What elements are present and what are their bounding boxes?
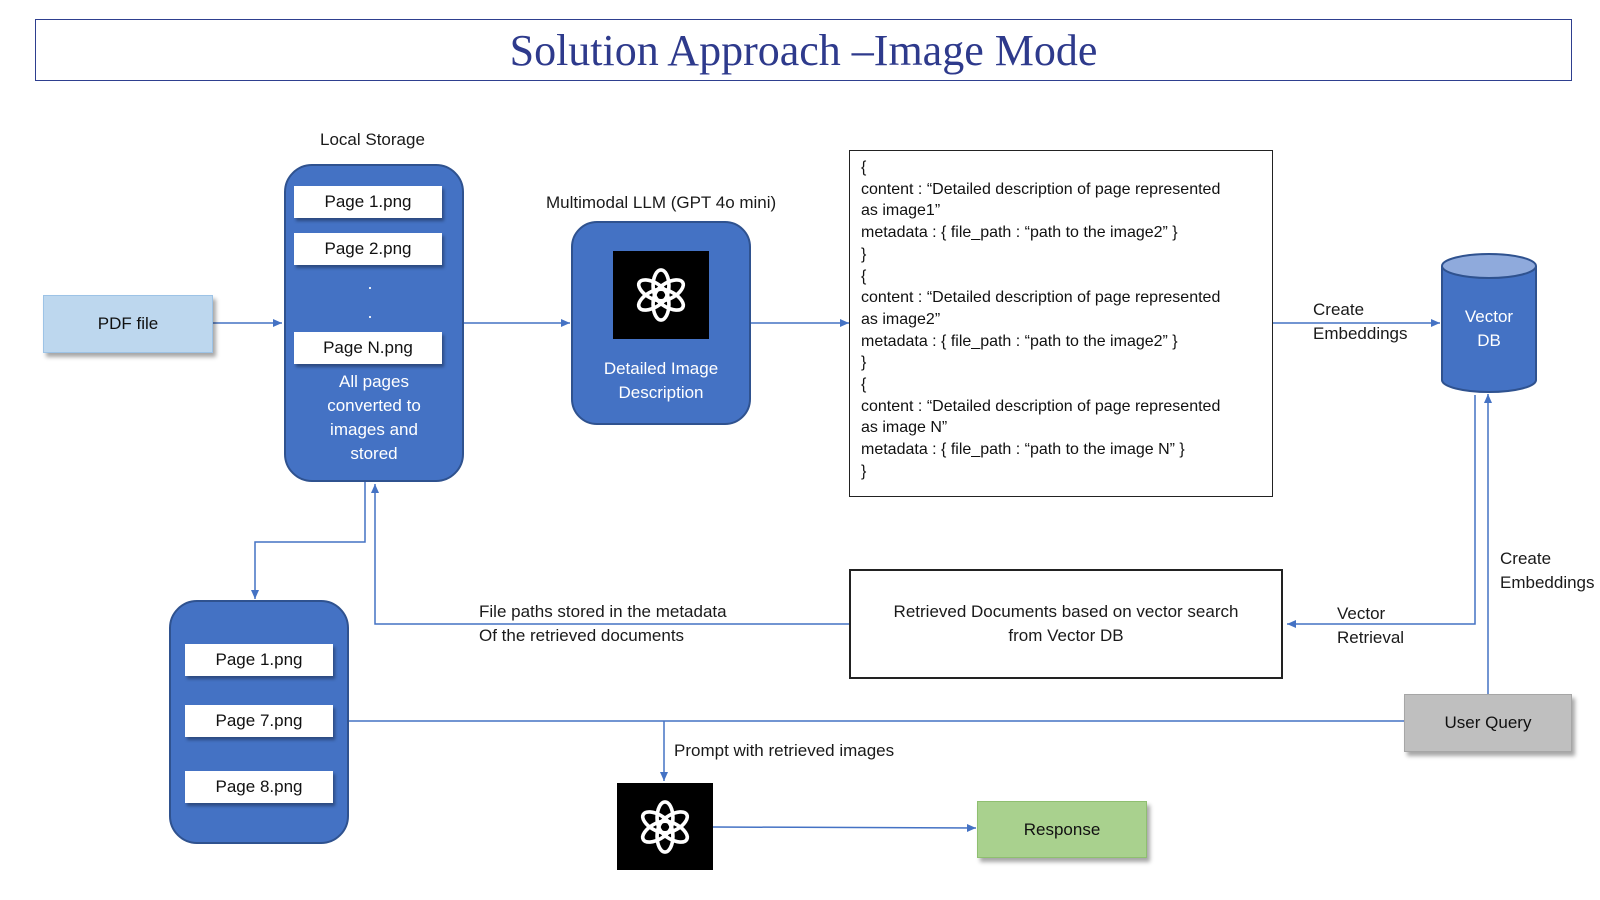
- json-line: }: [861, 245, 867, 263]
- ellipsis-dot: .: [367, 273, 373, 293]
- user-query-box[interactable]: User Query: [1404, 694, 1572, 752]
- json-line: {: [861, 267, 867, 285]
- openai-logo-icon: [617, 783, 713, 870]
- storage-item-page-n[interactable]: Page N.png: [294, 332, 442, 364]
- ellipsis-dot: .: [367, 302, 373, 322]
- response-box[interactable]: Response: [977, 801, 1147, 858]
- page-title: Solution Approach –Image Mode: [509, 25, 1098, 75]
- json-line: as image1”: [861, 202, 941, 220]
- arrow-llm-to-response: [712, 823, 977, 832]
- json-line: }: [861, 354, 867, 372]
- user-query-label: User Query: [1444, 713, 1532, 732]
- pdf-file-label: PDF file: [97, 314, 159, 333]
- openai-logo-icon: [613, 251, 709, 339]
- json-line: {: [861, 376, 867, 394]
- openai-knot-icon: [640, 799, 690, 854]
- local-storage-panel: Page 1.png Page 2.png . . Page N.png All…: [284, 164, 464, 482]
- json-line: as image N”: [861, 419, 948, 437]
- json-line: content : “Detailed description of page …: [861, 180, 1221, 198]
- arrow-storage-to-pages: [251, 482, 366, 599]
- json-line: metadata : { file_path : “path to the im…: [861, 332, 1178, 350]
- json-line: metadata : { file_path : “path to the im…: [861, 441, 1185, 459]
- json-line: content : “Detailed description of page …: [861, 289, 1221, 307]
- retrieved-item-page-8[interactable]: Page 8.png: [185, 771, 333, 803]
- prompt-label: Prompt with retrieved images: [674, 741, 895, 760]
- json-line: content : “Detailed description of page …: [861, 397, 1221, 415]
- json-line: }: [861, 462, 867, 480]
- json-document-box: { content : “Detailed description of pag…: [849, 150, 1273, 497]
- json-line: as image2”: [861, 310, 941, 328]
- llm-label: Multimodal LLM (GPT 4o mini): [546, 193, 777, 212]
- vector-db-label: Vector DB: [1464, 307, 1514, 350]
- pdf-file-box[interactable]: PDF file: [43, 295, 213, 353]
- storage-item-page-2[interactable]: Page 2.png: [294, 233, 442, 265]
- response-label: Response: [1023, 819, 1101, 839]
- retrieved-item-page-1[interactable]: Page 1.png: [185, 644, 333, 676]
- arrow-vectordb-to-docs: [1287, 395, 1476, 628]
- storage-item-page-1[interactable]: Page 1.png: [294, 186, 442, 218]
- llm-panel: Detailed Image Description: [571, 221, 751, 425]
- retrieved-item-page-7[interactable]: Page 7.png: [185, 705, 333, 737]
- openai-knot-icon: [636, 268, 686, 322]
- llm-caption: Detailed Image Description: [603, 359, 719, 402]
- create-embeddings-label-top: Create Embeddings: [1313, 300, 1408, 343]
- json-line: metadata : { file_path : “path to the im…: [861, 224, 1178, 242]
- storage-caption: All pages converted to images and stored: [327, 372, 421, 463]
- retrieved-documents-box: Retrieved Documents based on vector sear…: [849, 569, 1283, 679]
- title-box: Solution Approach –Image Mode: [35, 19, 1572, 81]
- json-line: {: [861, 159, 867, 176]
- retrieved-pages-panel: Page 1.png Page 7.png Page 8.png: [169, 600, 349, 844]
- file-paths-note: File paths stored in the metadata Of the…: [479, 602, 727, 645]
- vector-db-cylinder[interactable]: [1440, 252, 1540, 396]
- arrow-docs-to-storage: [371, 484, 849, 625]
- vector-retrieval-label: Vector Retrieval: [1337, 604, 1405, 647]
- create-embeddings-label-right: Create Embeddings: [1500, 549, 1595, 592]
- local-storage-label: Local Storage: [320, 130, 425, 149]
